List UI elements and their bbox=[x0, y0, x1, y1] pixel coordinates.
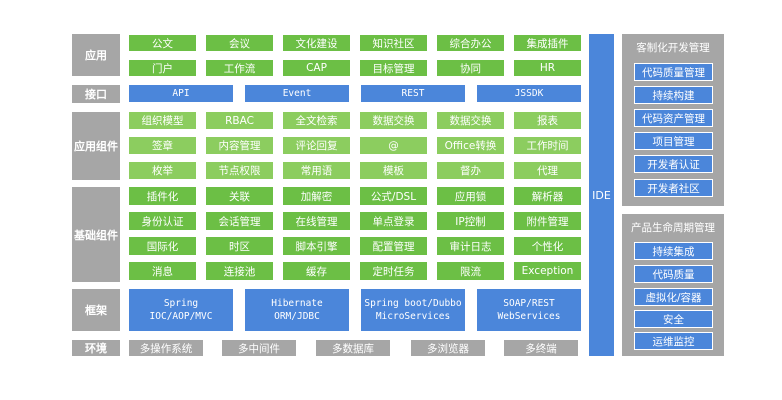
base-component-item: 个性化 bbox=[514, 237, 581, 255]
panel-item: 虚拟化/容器 bbox=[634, 288, 713, 306]
label-interface: 接口 bbox=[72, 85, 120, 103]
label-components: 应用组件 bbox=[72, 112, 120, 180]
component-item: 评论回复 bbox=[283, 137, 350, 154]
env-middleware: 多中间件 bbox=[222, 340, 296, 356]
framework-name: Spring boot/Dubbo bbox=[364, 298, 462, 309]
app-module: 会议 bbox=[206, 35, 273, 51]
component-item: 模板 bbox=[360, 162, 427, 179]
component-item: 代理 bbox=[514, 162, 581, 179]
app-module: HR bbox=[514, 60, 581, 76]
base-component-item: 应用锁 bbox=[437, 187, 504, 205]
label-app: 应用 bbox=[72, 34, 120, 76]
framework-soap: SOAP/REST WebServices bbox=[477, 289, 581, 331]
component-item: 节点权限 bbox=[206, 162, 273, 179]
app-module: 门户 bbox=[129, 60, 196, 76]
base-component-item: 配置管理 bbox=[360, 237, 427, 255]
interface-jssdk: JSSDK bbox=[477, 85, 581, 102]
component-item: RBAC bbox=[206, 112, 273, 129]
component-item: 枚举 bbox=[129, 162, 196, 179]
panel-item: 持续构建 bbox=[634, 86, 713, 104]
component-item: 全文检索 bbox=[283, 112, 350, 129]
env-os: 多操作系统 bbox=[129, 340, 203, 356]
label-framework: 框架 bbox=[72, 289, 120, 331]
framework-springboot: Spring boot/Dubbo MicroServices bbox=[361, 289, 465, 331]
interface-rest: REST bbox=[361, 85, 465, 102]
app-module: CAP bbox=[283, 60, 350, 76]
label-base: 基础组件 bbox=[72, 187, 120, 282]
base-component-item: 会话管理 bbox=[206, 212, 273, 230]
base-component-item: 单点登录 bbox=[360, 212, 427, 230]
component-item: @ bbox=[360, 137, 427, 154]
base-component-item: 插件化 bbox=[129, 187, 196, 205]
panel-item: 代码资产管理 bbox=[634, 109, 713, 127]
base-component-item: 脚本引擎 bbox=[283, 237, 350, 255]
component-item: 报表 bbox=[514, 112, 581, 129]
app-module: 文化建设 bbox=[283, 35, 350, 51]
label-environment: 环境 bbox=[72, 340, 120, 356]
base-component-item: 加解密 bbox=[283, 187, 350, 205]
component-item: 签章 bbox=[129, 137, 196, 154]
framework-desc: WebServices bbox=[497, 311, 561, 322]
framework-name: Spring bbox=[163, 298, 199, 309]
panel-item: 开发者社区 bbox=[634, 179, 713, 197]
base-component-item: 缓存 bbox=[283, 262, 350, 280]
base-component-item: IP控制 bbox=[437, 212, 504, 230]
base-component-item: 附件管理 bbox=[514, 212, 581, 230]
env-database: 多数据库 bbox=[316, 340, 390, 356]
component-item: Office转换 bbox=[437, 137, 504, 154]
base-component-item: 在线管理 bbox=[283, 212, 350, 230]
env-browser: 多浏览器 bbox=[411, 340, 485, 356]
component-item: 数据交换 bbox=[437, 112, 504, 129]
base-component-item: 消息 bbox=[129, 262, 196, 280]
panel-item: 代码质量 bbox=[634, 265, 713, 283]
ide-bar: IDE bbox=[589, 34, 614, 356]
panel-item: 持续集成 bbox=[634, 242, 713, 260]
base-component-item: Exception bbox=[514, 262, 581, 280]
component-item: 工作时间 bbox=[514, 137, 581, 154]
base-component-item: 关联 bbox=[206, 187, 273, 205]
base-component-item: 时区 bbox=[206, 237, 273, 255]
custom-dev-title: 客制化开发管理 bbox=[636, 42, 710, 54]
component-item: 常用语 bbox=[283, 162, 350, 179]
framework-name: Hibernate bbox=[271, 298, 323, 309]
app-module: 目标管理 bbox=[360, 60, 427, 76]
base-component-item: 解析器 bbox=[514, 187, 581, 205]
base-component-item: 审计日志 bbox=[437, 237, 504, 255]
lifecycle-title: 产品生命周期管理 bbox=[631, 222, 715, 234]
panel-item: 安全 bbox=[634, 310, 713, 328]
framework-spring: Spring IOC/AOP/MVC bbox=[129, 289, 233, 331]
component-item: 内容管理 bbox=[206, 137, 273, 154]
app-module: 工作流 bbox=[206, 60, 273, 76]
base-component-item: 公式/DSL bbox=[360, 187, 427, 205]
base-component-item: 身份认证 bbox=[129, 212, 196, 230]
interface-event: Event bbox=[245, 85, 349, 102]
panel-item: 代码质量管理 bbox=[634, 63, 713, 81]
base-component-item: 定时任务 bbox=[360, 262, 427, 280]
env-terminal: 多终端 bbox=[504, 340, 578, 356]
interface-api: API bbox=[129, 85, 233, 102]
base-component-item: 国际化 bbox=[129, 237, 196, 255]
app-module: 集成插件 bbox=[514, 35, 581, 51]
app-module: 公文 bbox=[129, 35, 196, 51]
framework-desc: IOC/AOP/MVC bbox=[149, 311, 213, 322]
base-component-item: 连接池 bbox=[206, 262, 273, 280]
framework-desc: MicroServices bbox=[375, 311, 451, 322]
framework-hibernate: Hibernate ORM/JDBC bbox=[245, 289, 349, 331]
app-module: 综合办公 bbox=[437, 35, 504, 51]
framework-desc: ORM/JDBC bbox=[274, 311, 320, 322]
base-component-item: 限流 bbox=[437, 262, 504, 280]
panel-item: 运维监控 bbox=[634, 332, 713, 350]
app-module: 知识社区 bbox=[360, 35, 427, 51]
component-item: 数据交换 bbox=[360, 112, 427, 129]
framework-name: SOAP/REST bbox=[503, 298, 555, 309]
panel-item: 开发者认证 bbox=[634, 155, 713, 173]
panel-item: 项目管理 bbox=[634, 132, 713, 150]
component-item: 组织模型 bbox=[129, 112, 196, 129]
app-module: 协同 bbox=[437, 60, 504, 76]
component-item: 督办 bbox=[437, 162, 504, 179]
